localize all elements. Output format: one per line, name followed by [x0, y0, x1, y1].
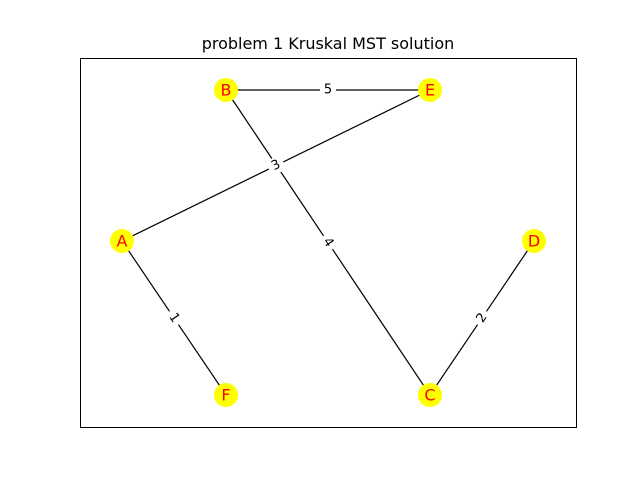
axes-frame	[80, 58, 577, 428]
edge-weight-background	[470, 306, 494, 330]
edge-weight-A-F: 1	[162, 306, 186, 330]
node-circle	[522, 229, 546, 253]
node-circle	[214, 78, 238, 102]
node-label: A	[117, 232, 128, 251]
node-label: F	[221, 386, 230, 405]
edge-weight-background	[316, 231, 340, 254]
edge-weight-label: 5	[324, 83, 332, 98]
node-C: C	[418, 383, 442, 407]
node-circle	[214, 383, 238, 407]
node-label: B	[221, 81, 232, 100]
edge-weight-background	[265, 154, 287, 177]
node-E: E	[418, 78, 442, 102]
edge-weight-B-C: 4	[316, 231, 340, 254]
nodes-layer: B E A D F C	[110, 78, 546, 407]
edge-weight-background	[320, 82, 336, 98]
node-label: C	[424, 386, 435, 405]
node-A: A	[110, 229, 134, 253]
node-label: E	[425, 81, 435, 100]
node-circle	[418, 383, 442, 407]
edge-weight-background	[162, 306, 186, 330]
node-F: F	[214, 383, 238, 407]
edge-weight-A-E: 3	[265, 154, 287, 177]
edge-weight-B-E: 5	[320, 82, 336, 98]
node-circle	[418, 78, 442, 102]
edge-weight-D-C: 2	[470, 306, 494, 330]
edge-labels-layer: 5 3 4 1 2	[162, 82, 494, 330]
node-B: B	[214, 78, 238, 102]
node-circle	[110, 229, 134, 253]
figure-title: problem 1 Kruskal MST solution	[202, 34, 455, 53]
node-label: D	[528, 232, 540, 251]
node-D: D	[522, 229, 546, 253]
